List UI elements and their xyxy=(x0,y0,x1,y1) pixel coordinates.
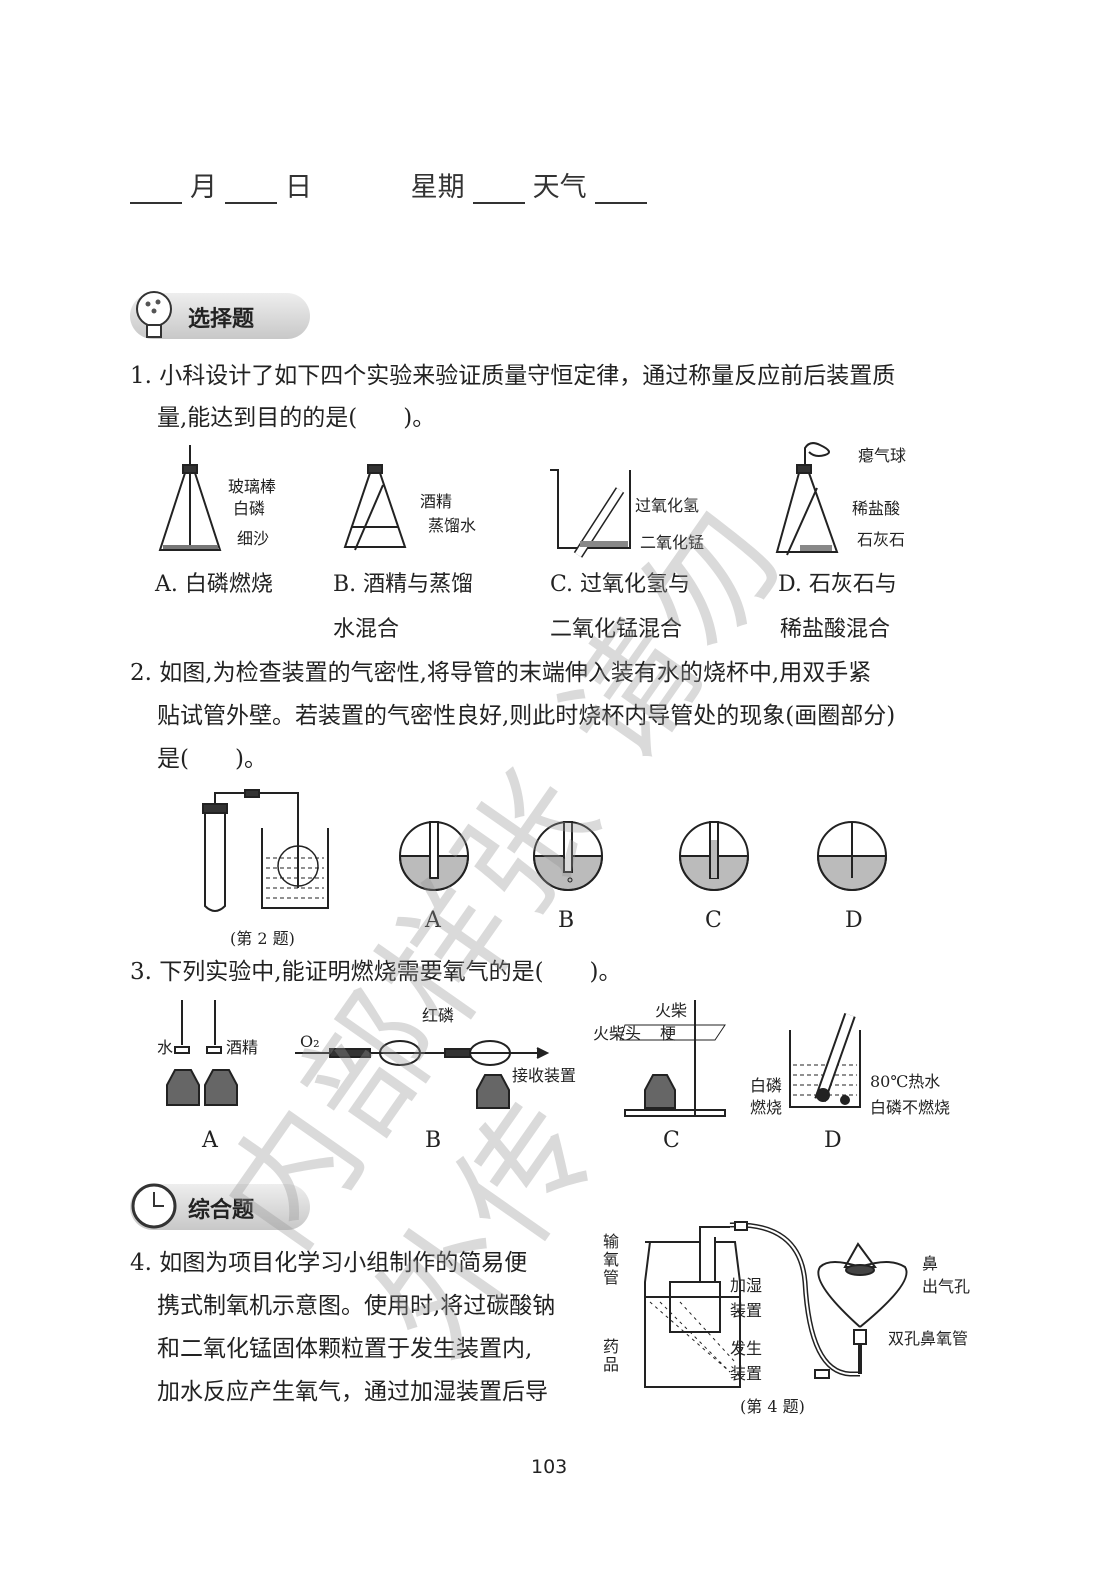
q1-option-c[interactable]: C. 过氧化氢与 xyxy=(550,572,691,597)
q1-beaker-c-diagram xyxy=(550,469,631,558)
label-water: 水 xyxy=(157,1038,174,1057)
label-deflated-balloon: 瘪气球 xyxy=(858,446,907,465)
q1-option-d-cont: 稀盐酸混合 xyxy=(780,617,891,642)
label-manganese-dioxide: 二氧化锰 xyxy=(640,533,705,552)
label-nasal-cannula: 双孔鼻氧管 xyxy=(888,1329,969,1348)
label-hydrogen-peroxide: 过氧化氢 xyxy=(635,496,700,515)
q2-text-line1: 2. 如图,为检查装置的气密性,将导管的末端伸入装有水的烧杯中,用双手紧 xyxy=(130,660,872,686)
clock-icon xyxy=(131,1183,177,1229)
label-alcohol: 酒精 xyxy=(420,492,453,511)
label-matchstick: 火柴 xyxy=(655,1001,688,1020)
section-title: 综合题 xyxy=(188,1198,255,1223)
q1-flask-a-diagram xyxy=(158,445,222,551)
day-label: 日 xyxy=(285,172,312,203)
q3-option-c[interactable]: C xyxy=(663,1128,680,1153)
label-white-phosphorus: 白磷 xyxy=(233,499,266,518)
q3-option-a[interactable]: A xyxy=(202,1128,218,1153)
section-title: 选择题 xyxy=(188,307,255,332)
q2-text-line3: 是( )。 xyxy=(157,746,267,772)
q2-circle-b xyxy=(532,821,604,891)
q4-oxygen-machine-diagram xyxy=(644,1221,908,1388)
q2-caption: (第 2 题) xyxy=(230,929,295,948)
q2-text-line2: 贴试管外壁。若装置的气密性良好,则此时烧杯内导管处的现象(画圈部分) xyxy=(157,703,896,729)
label-receiver: 接收装置 xyxy=(512,1066,577,1085)
label-match-head: 火柴头 xyxy=(593,1024,642,1043)
label-white-p-burn-2: 燃烧 xyxy=(750,1098,783,1117)
label-limestone: 石灰石 xyxy=(857,530,906,549)
q1-option-d[interactable]: D. 石灰石与 xyxy=(778,572,897,597)
q4-caption: (第 4 题) xyxy=(740,1397,805,1416)
q1-option-b[interactable]: B. 酒精与蒸馏 xyxy=(333,572,474,597)
date-header: 月 日 星期 天气 xyxy=(130,165,655,204)
label-nose: 鼻 xyxy=(922,1254,939,1273)
q3-diagrams xyxy=(166,1000,861,1117)
lightbulb-icon xyxy=(136,291,172,338)
label-humidifier: 加湿 xyxy=(730,1276,763,1295)
q1-option-c-cont: 二氧化锰混合 xyxy=(550,617,683,642)
label-matchstick-2: 梗 xyxy=(660,1024,677,1043)
label-white-p-no-burn: 白磷不燃烧 xyxy=(870,1098,951,1117)
q2-circle-c xyxy=(678,821,750,891)
q3-option-d[interactable]: D xyxy=(824,1128,842,1153)
label-distilled-water: 蒸馏水 xyxy=(428,516,477,535)
q1-text-line2: 量,能达到目的的是( )。 xyxy=(157,405,436,431)
q2-option-a[interactable]: A xyxy=(425,908,441,933)
q4-text-line2: 携式制氧机示意图。使用时,将过碳酸钠 xyxy=(157,1293,556,1319)
label-red-phosphorus: 红磷 xyxy=(422,1006,455,1025)
label-oxygen-tube: 输氧管 xyxy=(603,1232,620,1287)
month-label: 月 xyxy=(190,172,217,203)
label-hydrochloric-acid: 稀盐酸 xyxy=(852,499,901,518)
q3-option-b[interactable]: B xyxy=(425,1128,442,1153)
q2-apparatus-diagram xyxy=(202,789,329,912)
page-number: 103 xyxy=(531,1456,568,1478)
q2-option-c[interactable]: C xyxy=(705,908,722,933)
q3-text-line1: 3. 下列实验中,能证明燃烧需要氧气的是( )。 xyxy=(130,959,622,985)
q1-text-line1: 1. 小科设计了如下四个实验来验证质量守恒定律，通过称量反应前后装置质 xyxy=(130,363,896,389)
label-oxygen: O₂ xyxy=(300,1032,320,1051)
q4-text-line1: 4. 如图为项目化学习小组制作的简易便 xyxy=(130,1250,528,1276)
q4-text-line4: 加水反应产生氧气，通过加湿装置后导 xyxy=(157,1379,548,1405)
label-glass-rod: 玻璃棒 xyxy=(228,477,277,496)
label-fine-sand: 细沙 xyxy=(237,529,270,548)
q1-option-a[interactable]: A. 白磷燃烧 xyxy=(155,572,273,597)
q2-option-b[interactable]: B xyxy=(558,908,575,933)
section-badge-choice: 选择题 xyxy=(130,291,310,339)
q1-option-b-cont: 水混合 xyxy=(333,617,400,642)
label-drug: 药品 xyxy=(603,1337,620,1374)
q1-flask-b-diagram xyxy=(343,464,407,551)
section-badge-comprehensive: 综合题 xyxy=(130,1183,310,1230)
label-generator: 发生 xyxy=(730,1339,763,1358)
label-alcohol-q3: 酒精 xyxy=(226,1038,259,1057)
label-humidifier-2: 装置 xyxy=(730,1301,763,1320)
q4-text-line3: 和二氧化锰固体颗粒置于发生装置内, xyxy=(157,1336,533,1362)
label-hot-water: 80℃热水 xyxy=(870,1072,941,1091)
label-outlet: 出气孔 xyxy=(922,1277,971,1296)
weekday-label: 星期 xyxy=(410,172,465,203)
weather-label: 天气 xyxy=(532,172,587,203)
label-white-p-burn: 白磷 xyxy=(750,1076,783,1095)
q2-option-d[interactable]: D xyxy=(845,908,863,933)
q2-circle-d xyxy=(816,821,888,891)
q2-option-circles xyxy=(398,821,888,891)
q2-circle-a xyxy=(398,821,470,891)
q1-flask-d-diagram xyxy=(775,442,839,556)
label-generator-2: 装置 xyxy=(730,1364,763,1383)
